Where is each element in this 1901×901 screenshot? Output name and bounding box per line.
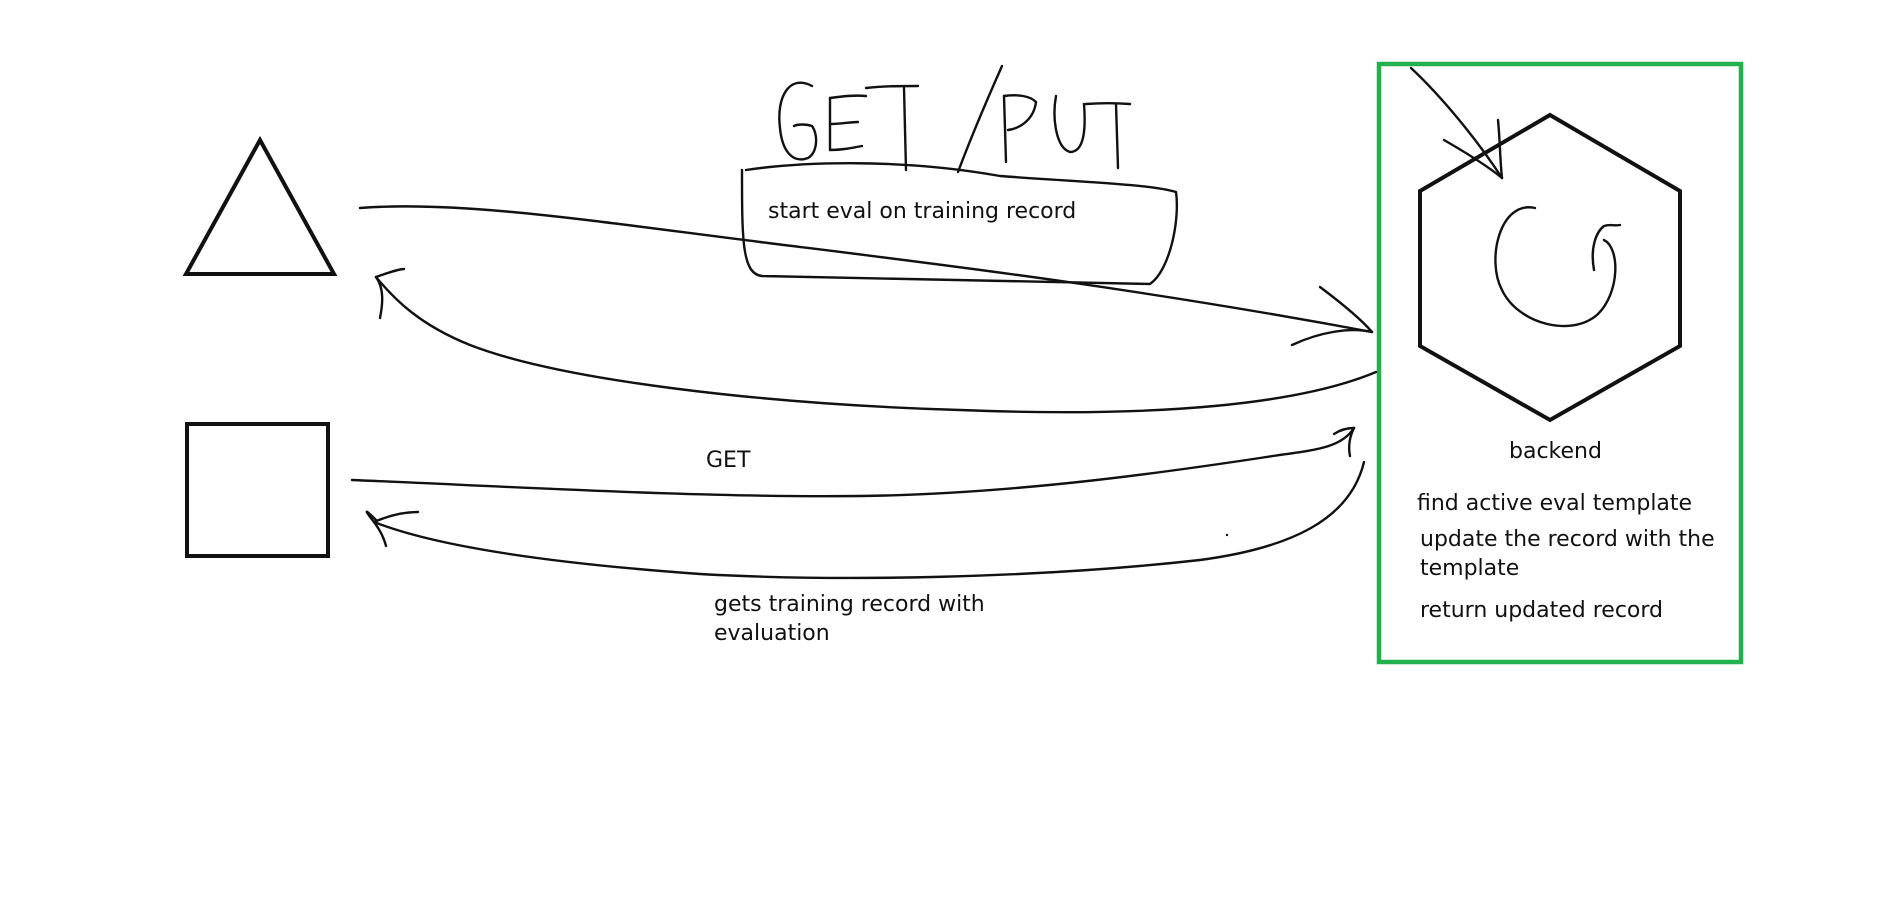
label-box-outline <box>740 162 1179 286</box>
stray-ink-dot <box>1225 533 1229 537</box>
edge-top-request <box>358 205 1374 347</box>
backend-label: backend <box>1509 439 1602 464</box>
backend-step-find-template: find active eval template <box>1417 491 1692 516</box>
incoming-arrow-into-backend <box>1409 66 1504 180</box>
edge-bottom-request <box>350 426 1356 498</box>
bottom-response-label-line-1: gets training record with <box>714 592 985 617</box>
backend-frame <box>1376 61 1744 665</box>
client-triangle-node <box>182 135 338 276</box>
bottom-request-label: GET <box>706 448 751 473</box>
client-square-node <box>185 422 330 558</box>
backend-step-update-record-cont: template <box>1420 556 1519 581</box>
backend-step-return-record: return updated record <box>1420 598 1663 623</box>
edge-top-response <box>374 267 1378 414</box>
backend-step-update-record: update the record with the <box>1420 527 1715 552</box>
top-request-label: start eval on training record <box>768 199 1076 224</box>
handwritten-get-put-label <box>778 64 1132 174</box>
edge-bottom-response <box>365 460 1366 580</box>
refresh-cycle-icon <box>1494 206 1622 328</box>
bottom-response-label-line-2: evaluation <box>714 621 830 646</box>
bottom-response-label: gets training record with evaluation <box>714 592 992 646</box>
backend-hexagon-node <box>1418 112 1682 423</box>
